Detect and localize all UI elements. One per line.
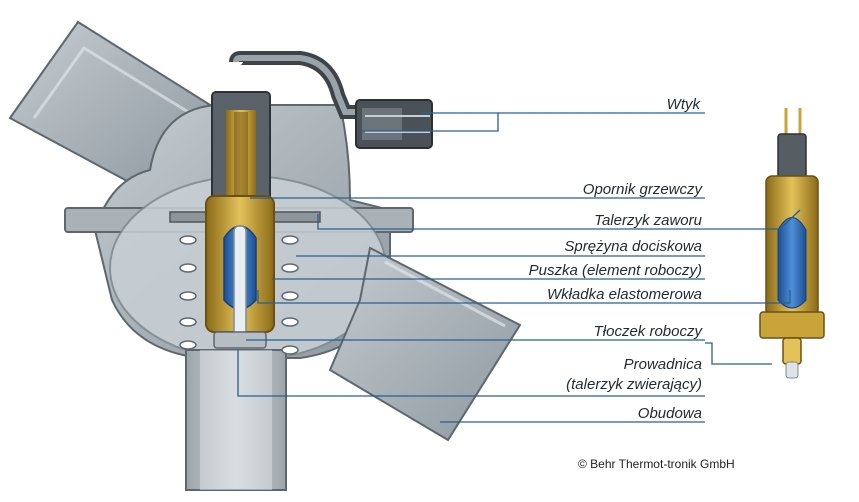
- thermostat-detail: [759, 108, 825, 379]
- connector-plug: [229, 51, 433, 149]
- label-wtyk: Wtyk: [666, 96, 700, 113]
- label-prowadnica: Prowadnica: [623, 356, 702, 373]
- right-outlet-pipe: [328, 246, 522, 442]
- label-sprezyna-dociskowa: Sprężyna dociskowa: [564, 238, 702, 255]
- working-piston: [233, 225, 247, 347]
- label-prowadnica-sub: (talerzyk zwierający): [566, 376, 702, 393]
- label-opornik-grzewczy: Opornik grzewczy: [582, 181, 702, 198]
- label-talerzyk-zaworu: Talerzyk zaworu: [594, 212, 702, 229]
- thermostat-insert: [169, 91, 321, 355]
- label-obudowa: Obudowa: [637, 405, 702, 422]
- leader-lines: [237, 112, 801, 423]
- label-puszka: Puszka (element roboczy): [528, 262, 702, 279]
- copyright-text: © Behr Thermot-tronik GmbH: [578, 457, 735, 471]
- pressure-spring: [179, 235, 299, 355]
- label-wkladka-elastomerowa: Wkładka elastomerowa: [546, 286, 702, 303]
- label-tloczek-roboczy: Tłoczek roboczy: [593, 323, 702, 340]
